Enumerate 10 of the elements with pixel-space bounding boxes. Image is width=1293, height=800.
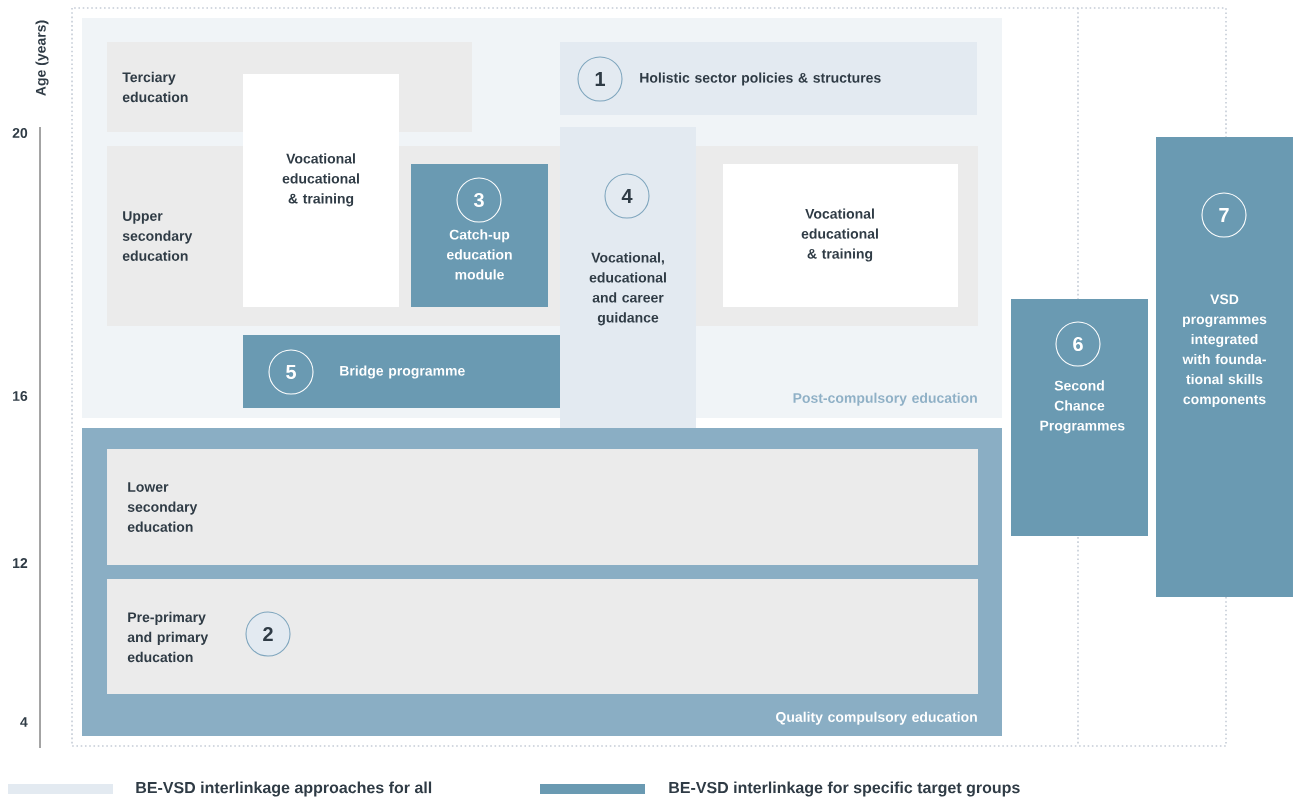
legend-label: BE-VSD interlinkage approaches for all: [136, 781, 432, 797]
programme-box: Vocational educational & training: [243, 74, 399, 307]
tick-label: 12: [13, 558, 28, 568]
tick-label: 4: [20, 717, 28, 727]
legend-label: BE-VSD interlinkage for specific target groups: [669, 781, 1020, 797]
programme-box: Vocational educational & training: [723, 164, 958, 307]
education-band: Lower secondary education: [107, 449, 978, 565]
axis-title: Age (years): [35, 20, 49, 96]
tick-label: 16: [13, 391, 28, 401]
tick-label: 20: [12, 128, 28, 138]
